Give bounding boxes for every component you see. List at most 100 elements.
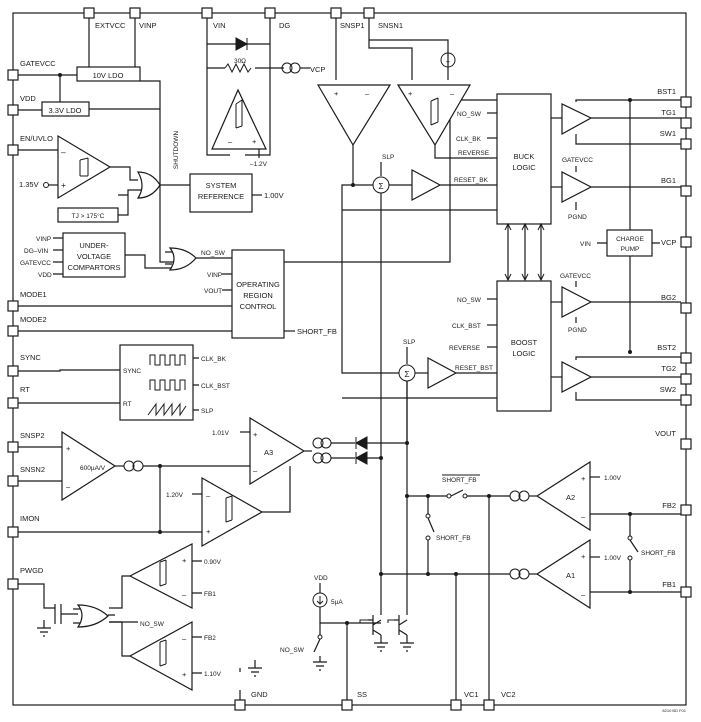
svg-text:FB1: FB1 [204,591,216,598]
svg-text:–1.2V: –1.2V [250,161,268,168]
pin-label-snsn2: SNSN2 [20,465,45,474]
svg-text:LOGIC: LOGIC [512,349,536,358]
boost-pwm-comparator [427,356,458,390]
buck-pwm-comparator [411,168,442,202]
svg-text:+: + [206,527,211,536]
pin-extvcc: EXTVCC [83,7,126,30]
svg-text:COMPARTORS: COMPARTORS [68,263,121,272]
svg-text:+: + [408,89,413,98]
clock-waveform-icon [149,354,186,366]
svg-text:VOLTAGE: VOLTAGE [77,252,111,261]
pin-label-fb1: FB1 [662,580,676,589]
tg1-driver [561,103,593,136]
svg-text:+: + [182,556,187,565]
svg-text:SHORT_FB: SHORT_FB [442,477,477,484]
current-mirror-icon [123,460,135,472]
svg-text:OPERATING: OPERATING [236,280,280,289]
boost-current-sense-path: SLP Σ RESET_BST [341,209,497,615]
dg-amp-section: 30Ω VCP – + –1.2V [206,18,325,168]
pin-label-dg: DG [279,21,290,30]
svg-text:SYNC: SYNC [123,368,141,375]
svg-text:1.00V: 1.00V [604,555,622,562]
svg-text:SHORT_FB: SHORT_FB [297,327,337,336]
pin-label-mode1: MODE1 [20,290,47,299]
svg-text:NO_SW: NO_SW [457,111,482,118]
resistor-icon [224,62,252,74]
svg-text:–: – [228,137,233,146]
pin-bst1: BST1 [657,87,692,108]
svg-text:VDD: VDD [314,575,328,582]
svg-text:1.20V: 1.20V [166,492,184,499]
boost-sense-amp: + – 600µA/V [18,430,250,502]
fb-short-switch: SHORT_FB [627,512,676,594]
pin-rt: RT [7,385,30,409]
svg-text:VOUT: VOUT [204,288,222,295]
or-gate-sysref [118,171,190,199]
buck-logic-block: BUCK LOGIC NO_SW CLK_BK REVERSE GATEVCC … [456,93,681,225]
pin-label-gnd: GND [251,690,268,699]
ldo-section: 10V LDO 3.3V LDO SHUTDOWN [18,18,180,263]
pin-mode2: MODE2 [7,315,47,337]
svg-text:600µA/V: 600µA/V [80,465,106,472]
ref-1-00v: 1.00V [264,191,284,200]
svg-text:VCP: VCP [310,65,325,74]
uv-comparators: UNDER- VOLTAGE COMPARTORS VINP DG–VIN GA… [20,232,175,279]
fb2-comparator: – + FB2 1.10V [109,620,222,692]
svg-text:FB2: FB2 [204,635,216,642]
or-gate-icon [76,604,109,628]
a3-amplifier: + – A3 1.01V [212,416,409,486]
current-mirror-icon [281,62,293,74]
operating-region-control-block: OPERATING REGION CONTROL VINP VOUT SHORT… [18,99,497,339]
interconnect-wires [341,184,408,443]
diode-icon [354,451,368,465]
svg-text:A2: A2 [566,493,575,502]
svg-text:–: – [581,512,586,521]
pin-label-tg2: TG2 [661,364,676,373]
pin-label-mode2: MODE2 [20,315,47,324]
pin-label-bg2: BG2 [661,293,676,302]
svg-text:NO_SW: NO_SW [457,297,482,304]
pin-label-en-uvlo: EN/UVLO [20,134,53,143]
transistor-icon [54,604,78,624]
pin-label-rt: RT [20,385,30,394]
oscillator-block: SYNC RT CLK_BK CLK_BST SLP [18,344,230,421]
svg-text:LOGIC: LOGIC [512,163,536,172]
pin-snsn1: SNSN1 [363,7,403,30]
doc-code: 8210 BD F01 [662,708,686,713]
pin-tg2: TG2 [661,364,692,385]
svg-text:RT: RT [123,401,132,408]
pin-vdd: VDD [7,94,36,116]
pin-label-vc1: VC1 [464,690,479,699]
pin-label-vc2: VC2 [501,690,516,699]
pin-vout: VOUT [655,429,692,450]
svg-text:–: – [365,89,370,98]
fb1-comparator: + – 0.90V FB1 [109,543,222,609]
pin-label-fb2: FB2 [662,501,676,510]
pin-label-bst2: BST2 [657,343,676,352]
svg-text:VINP: VINP [36,236,51,243]
ground-icon [248,667,262,677]
ramp-waveform-icon [147,402,187,417]
pin-gatevcc: GATEVCC [7,59,56,81]
or-gate-icon [136,171,161,199]
ground-icon [374,642,388,652]
pin-label-tg1: TG1 [661,108,676,117]
pin-label-pwgd: PWGD [20,566,44,575]
svg-text:UNDER-: UNDER- [79,241,109,250]
ref-1-35v: 1.35V [19,180,39,189]
pwgd-output: NO_SW [18,583,165,637]
ldo-10v-label: 10V LDO [93,71,124,80]
buck-current-sense: + + – + – SLP Σ RESET_BK [316,18,497,615]
pin-label-snsn1: SNSN1 [378,21,403,30]
pin-label-vinp: VINP [139,21,157,30]
switch-icon [629,539,639,553]
svg-text:SLP: SLP [403,339,415,346]
pin-label-bg1: BG1 [661,176,676,185]
svg-text:PUMP: PUMP [621,246,640,253]
boost-logic-block: BOOST LOGIC NO_SW CLK_BST REVERSE GATEVC… [449,273,681,412]
or-gate-noswitch: NO_SW [165,247,237,271]
pin-vc1: VC1 [450,690,479,711]
pin-tg1: TG1 [661,108,692,129]
